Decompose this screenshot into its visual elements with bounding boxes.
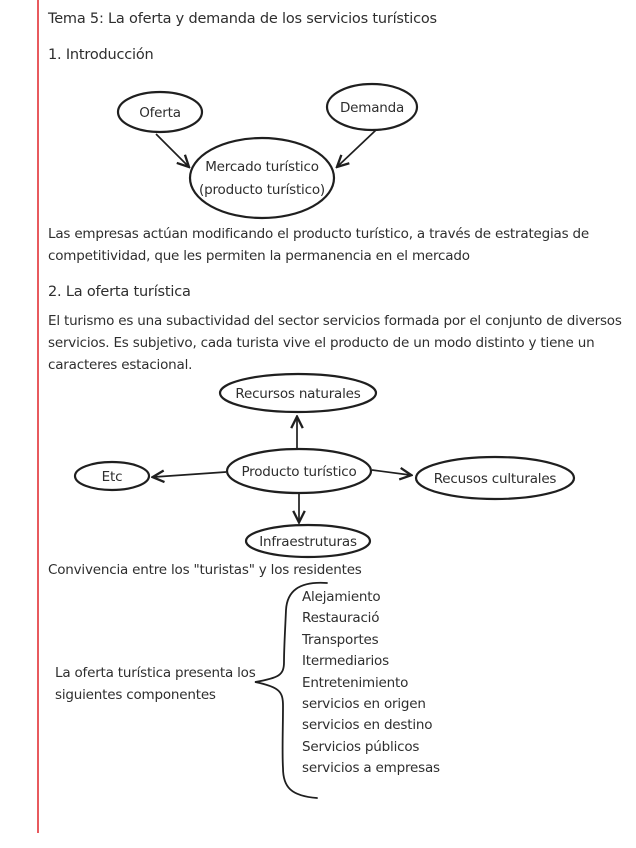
arrow-producto-to-etc (154, 472, 227, 477)
node-etc-ellipse (73, 460, 151, 492)
node-demanda-ellipse (325, 82, 419, 132)
diagram-producto-turistico: Recursos naturales Producto turístico Et… (73, 372, 576, 559)
convivencia-note: Convivencia entre los "turistas" y los r… (48, 562, 362, 578)
node-producto-turistico-label: Producto turístico (241, 464, 356, 480)
node-mercado-label-line2: (producto turístico) (199, 182, 325, 198)
brace-path (254, 581, 328, 799)
component-item: servicios en destino (302, 717, 433, 734)
diagram-mercado-turistico: Oferta Demanda Mercado turístico (produc… (116, 82, 419, 220)
node-demanda-label: Demanda (340, 100, 404, 116)
component-item: Restauració (302, 610, 380, 627)
node-recusos-culturales-label: Recusos culturales (434, 471, 557, 487)
arrow-demanda-to-mercado (338, 129, 377, 166)
components-brace (254, 581, 328, 799)
intro-paragraph-line2: competitividad, que les permiten la perm… (48, 248, 470, 264)
node-producto-turistico-ellipse (225, 447, 373, 495)
component-item: Entretenimiento (302, 674, 409, 691)
component-item: Transportes (302, 631, 379, 648)
node-recursos-naturales-ellipse (218, 372, 378, 414)
arrow-producto-to-recusos-culturales (371, 470, 410, 475)
components-intro-line2: siguientes componentes (55, 687, 216, 703)
oferta-paragraph-line1: El turismo es una subactividad del secto… (48, 313, 622, 329)
components-intro-line1: La oferta turística presenta los (55, 665, 256, 681)
page-title: Tema 5: La oferta y demanda de los servi… (48, 11, 437, 27)
node-oferta-label: Oferta (139, 105, 181, 121)
component-item: servicios a empresas (302, 760, 440, 777)
section-heading-introduccion: 1. Introducción (48, 47, 154, 63)
node-infraestruturas-label: Infraestruturas (259, 534, 357, 550)
oferta-paragraph-line2: servicios. Es subjetivo, cada turista vi… (48, 335, 595, 351)
node-recursos-naturales-label: Recursos naturales (235, 386, 360, 402)
component-item: Itermediarios (302, 653, 389, 670)
component-item: Servicios públicos (302, 738, 420, 755)
node-etc-label: Etc (102, 469, 123, 485)
component-item: servicios en origen (302, 696, 426, 713)
components-list: Alejamiento Restauració Transportes Iter… (302, 587, 440, 780)
arrow-oferta-to-mercado (155, 133, 188, 166)
intro-paragraph-line1: Las empresas actúan modificando el produ… (48, 226, 590, 242)
node-infraestruturas-ellipse (244, 523, 372, 559)
node-mercado-label-line1: Mercado turístico (205, 159, 319, 175)
node-recusos-culturales-ellipse (414, 455, 576, 501)
node-mercado-ellipse (188, 136, 336, 220)
oferta-paragraph-line3: caracteres estacional. (48, 357, 193, 373)
margin-rule-line (37, 0, 39, 833)
section-heading-oferta-turistica: 2. La oferta turística (48, 284, 191, 300)
node-oferta-ellipse (116, 90, 204, 134)
component-item: Alejamiento (302, 589, 381, 605)
